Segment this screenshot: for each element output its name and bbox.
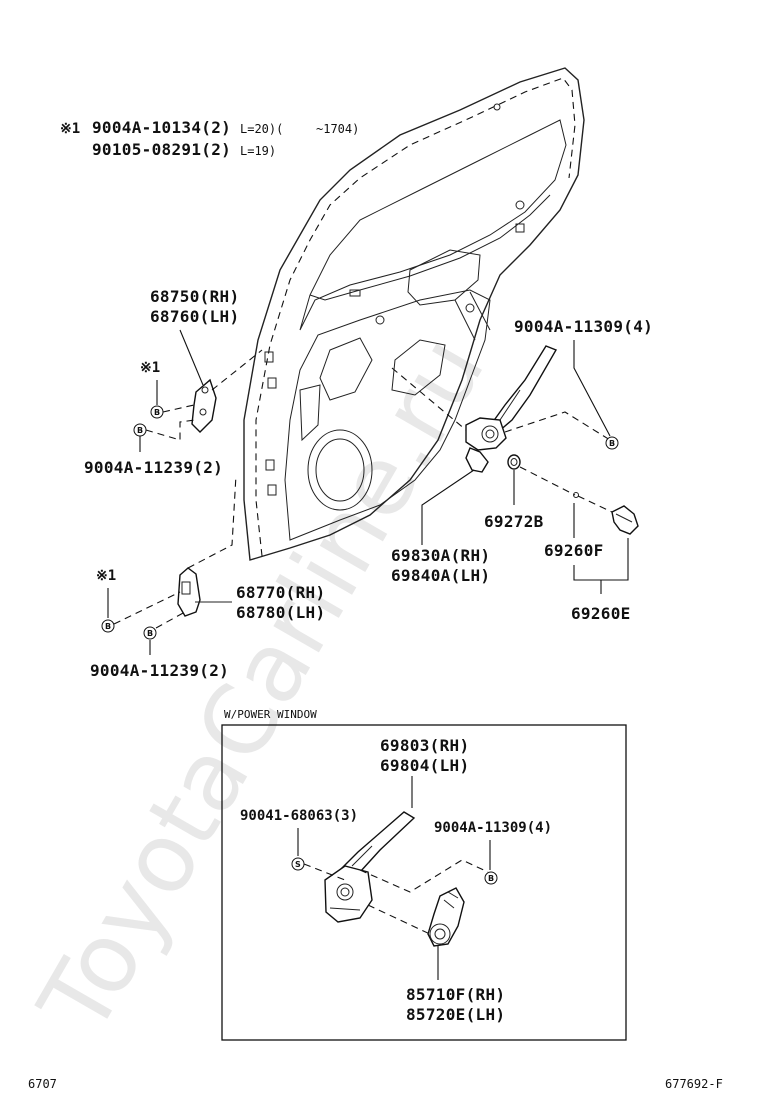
label-69840a: 69840A(LH)	[391, 566, 490, 585]
label-9004a-11239-lower: 9004A-11239(2)	[90, 661, 229, 680]
label-69272b: 69272B	[484, 512, 544, 531]
note-marker: ※1	[60, 121, 80, 137]
label-68760: 68760(LH)	[150, 307, 239, 326]
power-window-motor	[427, 887, 465, 947]
label-69260e: 69260E	[571, 604, 631, 623]
bolt-marker-b	[605, 436, 619, 450]
power-window-title: W/POWER WINDOW	[224, 708, 317, 721]
label-85720e: 85720E(LH)	[406, 1005, 505, 1024]
label-69803: 69803(RH)	[380, 736, 469, 755]
lower-hinge	[177, 567, 232, 617]
bolt-marker-b	[484, 871, 498, 885]
svg-text:B: B	[488, 874, 494, 883]
bolt-marker-b	[101, 619, 115, 633]
footer-right-code: 677692-F	[665, 1077, 723, 1091]
power-window-box	[221, 724, 627, 1041]
marker-1-lower: ※1	[96, 568, 116, 584]
manual-window-regulator	[465, 345, 558, 473]
label-9004a-11309-upper: 9004A-11309(4)	[514, 317, 653, 336]
marker-1-upper: ※1	[140, 360, 160, 376]
svg-text:B: B	[137, 426, 143, 435]
label-90041-68063: 90041-68063(3)	[240, 808, 358, 824]
svg-text:B: B	[154, 408, 160, 417]
label-9004a-11239-upper: 9004A-11239(2)	[84, 458, 223, 477]
note-range-1: ~1704)	[316, 122, 359, 136]
svg-text:B: B	[105, 622, 111, 631]
svg-text:B: B	[609, 439, 615, 448]
rear-door-panel	[243, 67, 585, 561]
label-68770: 68770(RH)	[236, 583, 325, 602]
svg-text:B: B	[147, 629, 153, 638]
label-85710f: 85710F(RH)	[406, 985, 505, 1004]
svg-text:S: S	[295, 860, 301, 869]
note-part-2: 90105-08291(2)	[92, 140, 231, 159]
label-69804: 69804(LH)	[380, 756, 469, 775]
note-part-1: 9004A-10134(2)	[92, 118, 231, 137]
note-block: ※1 9004A-10134(2) L=20)( ~1704) 90105-08…	[60, 118, 359, 159]
label-68750: 68750(RH)	[150, 287, 239, 306]
note-spec-2: L=19)	[240, 144, 276, 158]
label-69260f: 69260F	[544, 541, 604, 560]
label-68780: 68780(LH)	[236, 603, 325, 622]
footer-left-code: 6707	[28, 1077, 57, 1091]
upper-hinge	[191, 378, 217, 433]
bolt-marker-b	[143, 626, 157, 640]
power-window-regulator	[324, 811, 416, 923]
note-spec-1: L=20)(	[240, 122, 283, 136]
label-69830a: 69830A(RH)	[391, 546, 490, 565]
label-9004a-11309-lower: 9004A-11309(4)	[434, 820, 552, 836]
handle-clip-part	[507, 454, 521, 470]
handle-knob-part	[573, 492, 639, 535]
